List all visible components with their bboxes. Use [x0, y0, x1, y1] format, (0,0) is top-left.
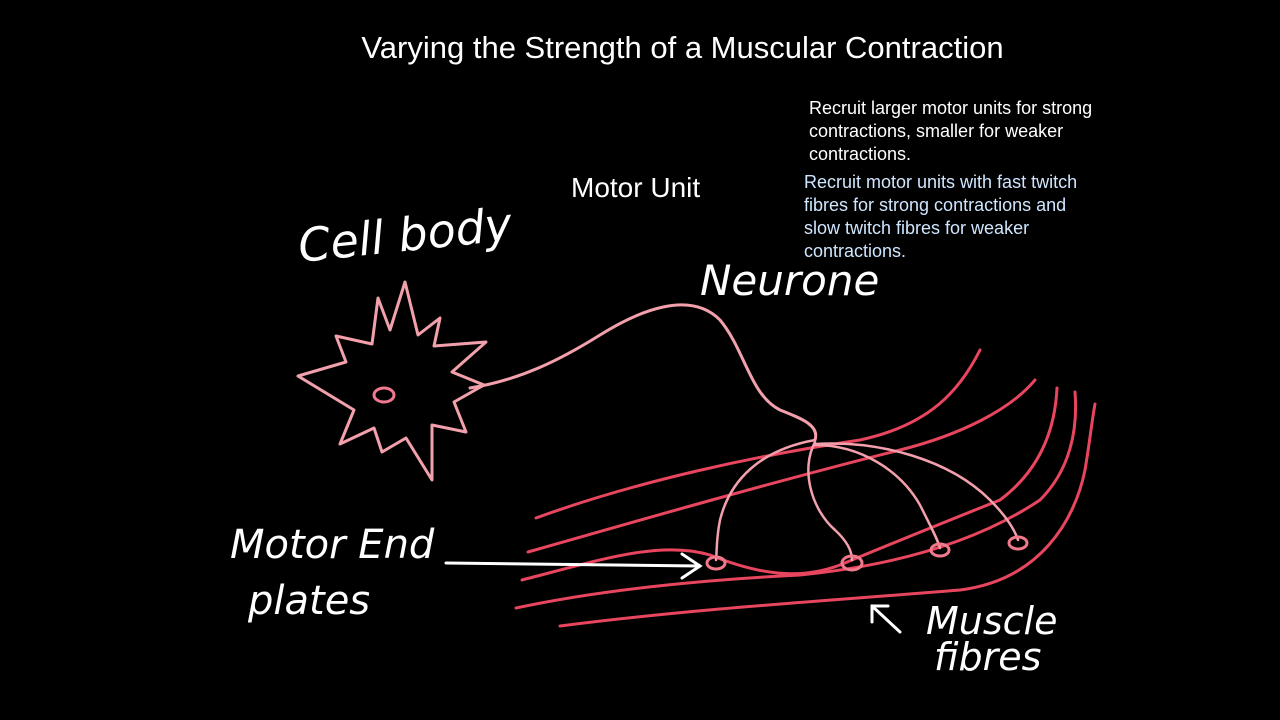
axon-branch	[714, 438, 817, 562]
cell-nucleus	[372, 386, 396, 404]
axon-branch	[807, 440, 854, 562]
muscle-fibre	[520, 386, 1059, 582]
motor-end-plate	[840, 554, 864, 572]
label-cell-body: Cell body	[296, 197, 516, 273]
label-muscle-fibres-line1: Muscle	[926, 599, 1058, 643]
note-motor-unit-size: Recruit larger motor units for strong co…	[809, 98, 1093, 164]
axon-branch	[813, 443, 942, 550]
muscle-fibres	[514, 348, 1097, 628]
muscle-fibre	[558, 402, 1097, 628]
muscle-fibre	[514, 390, 1078, 610]
cell-body	[296, 280, 488, 482]
label-motor-end-plates-line1: Motor End	[230, 522, 435, 568]
label-motor-end-plates-line2: plates	[247, 578, 370, 624]
label-neurone: Neurone	[700, 256, 879, 305]
axon	[468, 303, 818, 442]
muscle-fibre	[526, 378, 1037, 554]
axon-terminals	[714, 438, 1020, 562]
label-muscle-fibres-line2: fibres	[934, 635, 1041, 679]
axon-branch	[813, 442, 1020, 542]
end-plate-arrow	[444, 552, 703, 580]
muscle-fibre-arrow	[870, 604, 902, 634]
motor-end-plate	[929, 542, 951, 558]
motor-end-plate	[1007, 535, 1029, 551]
motor-end-plates	[705, 535, 1029, 572]
note-fibre-type: Recruit motor units with fast twitch fib…	[804, 172, 1078, 261]
diagram-subtitle: Motor Unit	[571, 172, 701, 203]
motor-end-plate	[705, 555, 727, 571]
page-title: Varying the Strength of a Muscular Contr…	[361, 30, 1004, 65]
